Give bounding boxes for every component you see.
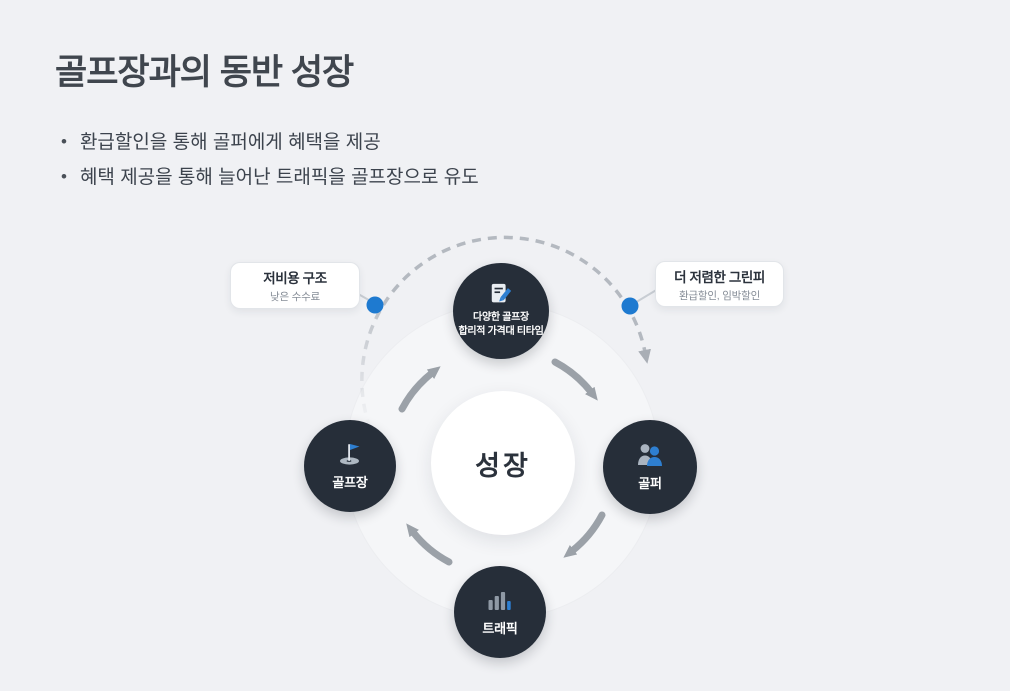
node-teetime-label-line1: 다양한 골프장 <box>473 311 529 323</box>
node-teetime: 다양한 골프장 합리적 가격대 티타임 <box>453 263 549 359</box>
center-growth-label: 성장 <box>475 450 531 481</box>
node-golf-course-label: 골프장 <box>332 475 368 490</box>
node-golfer-label: 골퍼 <box>638 476 662 491</box>
node-golfer: 골퍼 <box>603 420 697 514</box>
node-golf-course: 골프장 <box>304 420 396 512</box>
golfers-icon <box>638 444 662 466</box>
bar-chart-icon <box>488 592 511 610</box>
header: 골프장과의 동반 성장 • 환급할인을 통해 골퍼에게 혜택을 제공 • 혜택 … <box>55 44 479 195</box>
callout-low-cost: 저비용 구조 낮은 수수료 <box>230 262 360 309</box>
bullet-text: 환급할인을 통해 골퍼에게 혜택을 제공 <box>79 132 381 153</box>
node-traffic: 트래픽 <box>454 566 546 658</box>
node-traffic-label: 트래픽 <box>482 621 518 636</box>
callout-low-cost-subtitle: 낮은 수수료 <box>269 291 321 303</box>
golf-flag-icon <box>340 444 360 465</box>
node-teetime-label-line2: 합리적 가격대 티타임 <box>458 326 544 337</box>
bullet-item: • 혜택 제공을 통해 늘어난 트래픽을 골프장으로 유도 <box>61 160 479 195</box>
document-edit-icon <box>491 283 512 302</box>
bullet-text: 혜택 제공을 통해 늘어난 트래픽을 골프장으로 유도 <box>79 167 479 189</box>
bullet-dot: • <box>61 167 67 187</box>
callout-low-cost-title: 저비용 구조 <box>263 271 327 286</box>
bullet-item: • 환급할인을 통해 골퍼에게 혜택을 제공 <box>61 125 479 160</box>
callout-cheaper-greenfee-subtitle: 환급할인, 임박할인 <box>678 289 761 302</box>
bullet-dot: • <box>61 132 67 151</box>
callout-cheaper-greenfee-title: 더 저렴한 그린피 <box>674 269 765 285</box>
page-title: 골프장과의 동반 성장 <box>55 53 354 92</box>
flow-dot-left <box>366 296 384 314</box>
center-growth-circle: 성장 <box>431 391 575 535</box>
callout-cheaper-greenfee: 더 저렴한 그린피 환급할인, 임박할인 <box>655 261 784 307</box>
flow-dot-right <box>621 297 639 315</box>
bullet-list: • 환급할인을 통해 골퍼에게 혜택을 제공 • 혜택 제공을 통해 늘어난 트… <box>61 125 479 195</box>
